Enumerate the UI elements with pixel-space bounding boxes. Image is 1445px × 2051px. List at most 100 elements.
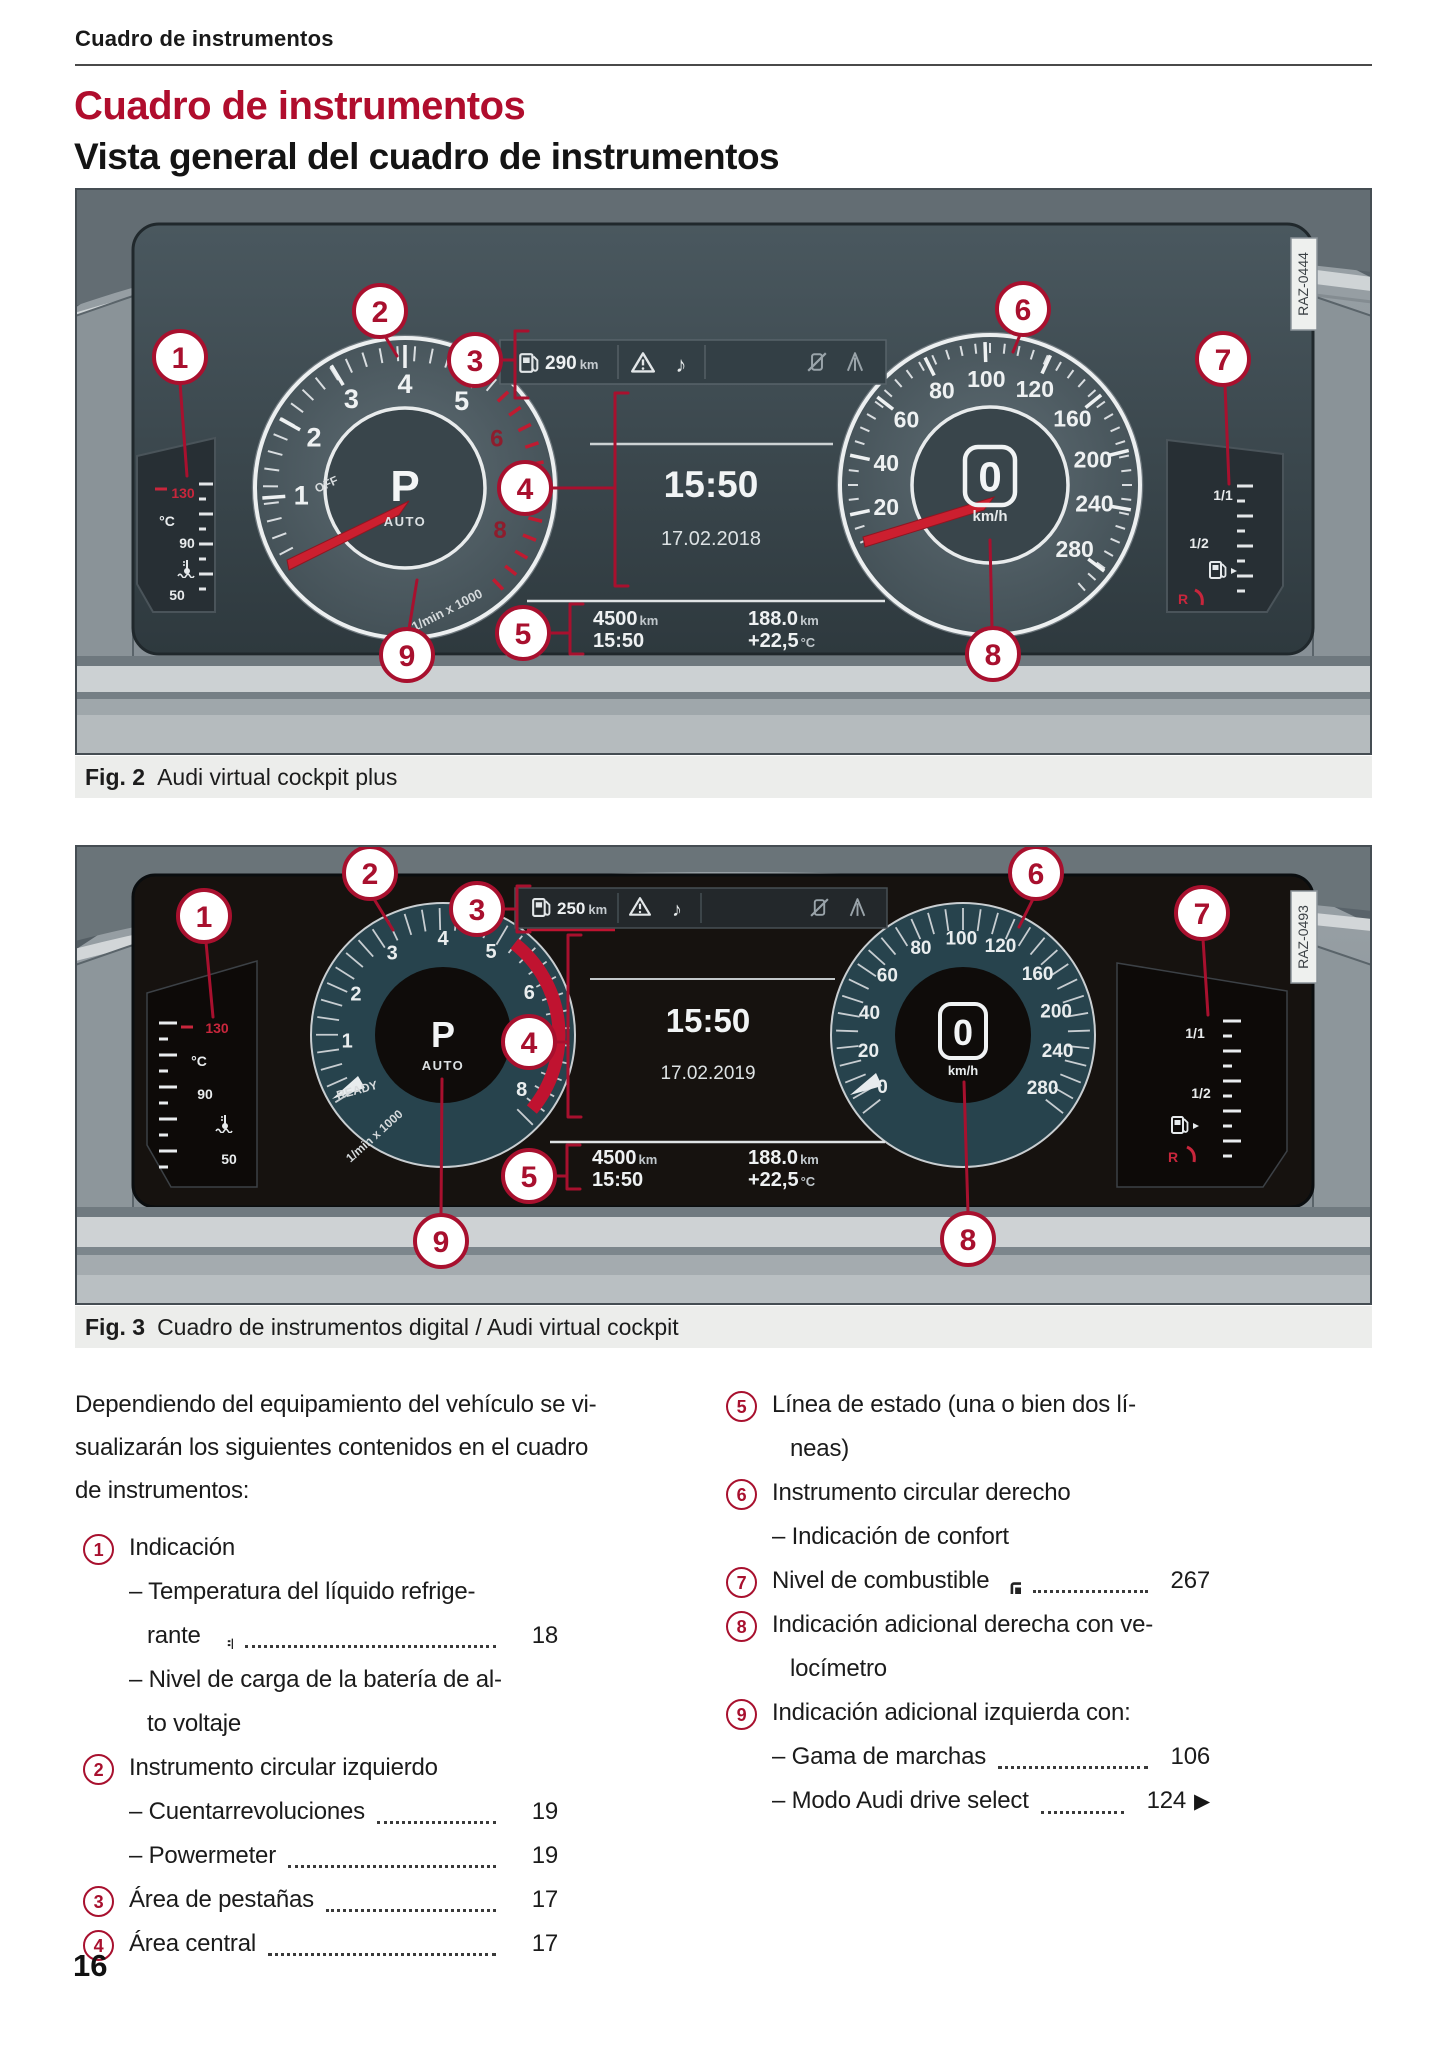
gauge-tick xyxy=(301,388,315,401)
intro-line: sualizarán los siguientes contenidos en … xyxy=(75,1434,589,1461)
gauge-tick xyxy=(273,433,288,441)
redline-arc xyxy=(510,938,566,1114)
gauge-tick xyxy=(944,909,950,932)
gauge-tick xyxy=(1067,1045,1090,1050)
callout-number: 5 xyxy=(515,618,532,651)
gauge-number: 5 xyxy=(485,941,496,963)
gauge-number: 100 xyxy=(945,929,977,950)
legend-text: rante xyxy=(147,1622,201,1649)
gauge-number: 8 xyxy=(493,517,506,544)
gauge-tick xyxy=(279,546,294,556)
gauge-number: 2 xyxy=(350,983,361,1005)
gauge-tick xyxy=(371,928,386,949)
gauge-number: 80 xyxy=(910,938,931,959)
gauge-tick xyxy=(931,354,938,365)
gauge-tick xyxy=(991,912,999,935)
gauge-tick xyxy=(326,982,348,993)
gauge-tick xyxy=(320,998,343,1007)
callout-number: 1 xyxy=(196,901,213,934)
gauge-tick xyxy=(976,909,982,932)
callout-number: 6 xyxy=(1028,858,1045,891)
gauge-tick xyxy=(1040,949,1058,966)
hood-swoosh xyxy=(75,188,1372,306)
gauge-tick xyxy=(857,963,877,978)
gauge-number: 6 xyxy=(524,982,535,1004)
callout-number: 9 xyxy=(433,1226,450,1259)
gauge-number: 100 xyxy=(967,366,1005,392)
gauge-tick xyxy=(1087,572,1097,581)
figure-caption-text: Cuadro de instrumentos digital / Audi vi… xyxy=(157,1313,679,1340)
callout-8: 8 xyxy=(965,538,1021,682)
svg-text:1/2: 1/2 xyxy=(1189,535,1209,551)
legend-item: 6 Instrumento circular derecho xyxy=(718,1471,1210,1515)
dot-leader xyxy=(288,1865,496,1868)
legend-text: Área de pestañas xyxy=(129,1886,314,1913)
gauge-tick xyxy=(329,366,339,381)
gauge-tick xyxy=(1118,454,1130,459)
gauge-number: 20 xyxy=(874,494,900,520)
gauge-tick xyxy=(1103,550,1114,557)
svg-text:1/2: 1/2 xyxy=(1191,1085,1211,1101)
continue-arrow-icon: ▶ xyxy=(1194,1790,1210,1813)
gauge-number: 120 xyxy=(985,936,1017,957)
figure-border xyxy=(75,188,1372,755)
callout-circle xyxy=(449,881,505,937)
callout-reference-badge: 6 xyxy=(726,1479,757,1510)
legend-text: Indicación xyxy=(129,1534,236,1561)
gauge-tick xyxy=(413,346,417,362)
legend-text: – Indicación de confort xyxy=(772,1523,1009,1550)
legend-text: Instrumento circular derecho xyxy=(772,1479,1071,1506)
callout-leader-line xyxy=(204,940,215,1019)
callout-circle xyxy=(501,1148,557,1204)
gauge-tick xyxy=(279,417,301,432)
callout-8: 8 xyxy=(940,1080,996,1267)
speed-value: 0 xyxy=(953,1012,973,1053)
gauge-tick xyxy=(1115,524,1126,530)
gauge-tick xyxy=(883,389,893,398)
gauge-tick xyxy=(1066,1012,1089,1018)
gauge-tick xyxy=(1108,448,1130,457)
header-rule xyxy=(75,64,1372,66)
gauge-tick xyxy=(874,400,884,409)
gauge-tick xyxy=(1103,413,1114,420)
gauge-tick xyxy=(918,361,925,372)
callout-circle xyxy=(940,1211,996,1267)
gauge-tick xyxy=(1042,354,1049,365)
legend-text: – Cuentarrevoluciones xyxy=(129,1798,365,1825)
gauge-tick xyxy=(528,516,543,523)
bezel-band xyxy=(75,1275,1372,1305)
page-reference: 17 xyxy=(531,1930,558,1957)
clock: 15:50 xyxy=(664,464,759,505)
gauge-tick xyxy=(1053,1086,1074,1100)
gauge-tick xyxy=(1096,561,1106,570)
gauge-tick xyxy=(263,501,279,505)
callout-circle xyxy=(965,626,1021,682)
callout-number: 6 xyxy=(1015,294,1032,327)
gauge-number: 240 xyxy=(1042,1041,1074,1062)
gauge-number: 280 xyxy=(1055,536,1093,562)
figure-caption-text: Audi virtual cockpit plus xyxy=(157,763,398,790)
legend-text: – Modo Audi drive select xyxy=(772,1787,1029,1814)
page-reference: 106 xyxy=(1170,1743,1211,1770)
dot-leader xyxy=(1033,1590,1148,1593)
central-area: 15:50 17.02.2019 xyxy=(590,978,835,1084)
legend-line: – Nivel de carga de la batería de al- xyxy=(75,1658,558,1702)
figure-2-caption: Fig. 2 Audi virtual cockpit plus xyxy=(75,756,1372,798)
ref-code-box xyxy=(1290,890,1318,984)
gauge-tick xyxy=(894,378,903,388)
legend-line: – Indicación de confort xyxy=(718,1515,1210,1559)
gauge-tick xyxy=(329,364,345,387)
gauge-number: 0 xyxy=(877,1077,888,1098)
gauge-number: 8 xyxy=(516,1079,527,1101)
svg-text:188.0km: 188.0km xyxy=(748,608,819,630)
gauge-tick xyxy=(317,1016,340,1021)
